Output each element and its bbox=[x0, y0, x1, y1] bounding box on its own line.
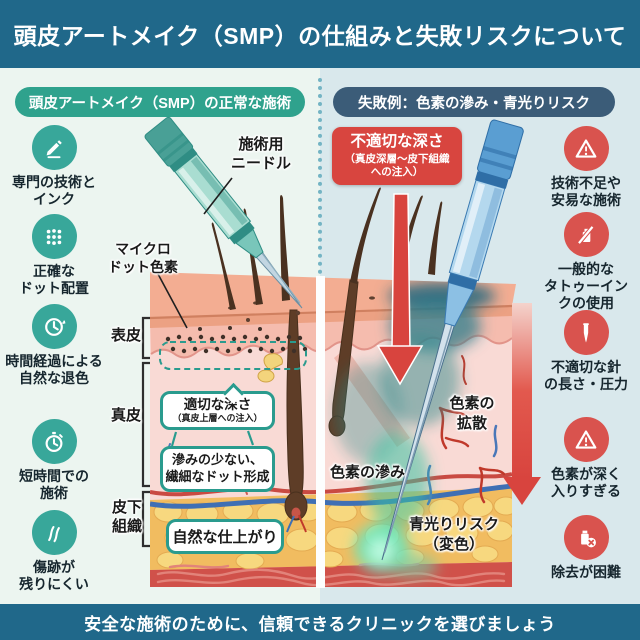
benefit-label: 専門の技術と インク bbox=[12, 174, 96, 208]
risk-label: 一般的な タトゥーイン クの使用 bbox=[544, 261, 628, 312]
target-depth-dashed-box bbox=[159, 341, 307, 370]
warning-triangle-icon bbox=[563, 417, 609, 462]
scar-free-icon bbox=[31, 510, 77, 555]
risk-progress-arrow-head bbox=[503, 477, 541, 505]
risk-label: 色素が深く 入りすぎる bbox=[551, 466, 621, 500]
improper-depth-callout: 不適切な深さ （真皮深層〜皮下組織 への注入） bbox=[332, 127, 462, 186]
pigment-diffusion-label: 色素の 拡散 bbox=[449, 395, 495, 432]
benefit-item-skill: 専門の技術と インク bbox=[0, 125, 108, 208]
tattoo-needle bbox=[381, 119, 524, 561]
stopwatch-icon bbox=[31, 419, 77, 464]
dot-formation-bubble: 滲みの少ない、 繊細なドット形成 bbox=[160, 446, 275, 492]
proper-depth-title: 適切な深さ bbox=[183, 397, 252, 412]
benefit-item-dots: 正確な ドット配置 bbox=[0, 214, 108, 297]
bubble-connectors bbox=[170, 430, 255, 447]
footer-text: 安全な施術のために、信頼できるクリニックを選びましょう bbox=[84, 614, 556, 634]
center-divider bbox=[318, 78, 322, 306]
right-section-header: 失敗例：色素の滲み・青光りリスク bbox=[333, 87, 615, 117]
hair-follicle-left bbox=[257, 309, 308, 533]
pigment-bleed-label: 色素の滲み bbox=[330, 464, 406, 481]
benefit-label: 傷跡が 残りにくい bbox=[19, 559, 89, 593]
improper-depth-title: 不適切な深さ bbox=[350, 133, 444, 150]
benefit-item-no-scar: 傷跡が 残りにくい bbox=[0, 510, 108, 593]
clock-history-icon bbox=[31, 304, 77, 349]
slab-divider-gap bbox=[316, 276, 325, 588]
benefit-label: 正確な ドット配置 bbox=[19, 263, 89, 297]
title-bar: 頭皮アートメイク（SMP）の仕組みと失敗リスクについて bbox=[0, 0, 640, 68]
needle-label: 施術用 ニードル bbox=[230, 136, 291, 172]
benefit-item-quick: 短時間での 施術 bbox=[0, 419, 108, 502]
risk-item-too-deep: 色素が深く 入りすぎる bbox=[532, 417, 640, 500]
layer-label-epidermis: 表皮 bbox=[111, 327, 142, 344]
blue-discoloration-label: 青光りリスク （変色） bbox=[408, 516, 499, 553]
risk-progress-arrow bbox=[512, 303, 532, 479]
page-title: 頭皮アートメイク（SMP）の仕組みと失敗リスクについて bbox=[13, 23, 627, 49]
pencil-icon bbox=[31, 125, 77, 170]
benefit-item-fade: 時間経過による 自然な退色 bbox=[0, 304, 108, 387]
risk-item-bad-needle: 不適切な針 の長さ・圧力 bbox=[532, 310, 640, 393]
risk-label: 技術不足や 安易な施術 bbox=[551, 175, 621, 209]
layer-brackets bbox=[141, 316, 150, 548]
microdot-pigment-label: マイクロ ドット色素 bbox=[108, 241, 178, 275]
proper-depth-sub: （真皮上層への注入） bbox=[172, 413, 263, 424]
layer-label-subcutaneous: 皮下 組織 bbox=[111, 499, 142, 535]
warning-triangle-icon bbox=[563, 126, 609, 171]
pointer-lines bbox=[157, 177, 233, 329]
proper-depth-bubble: 適切な深さ （真皮上層への注入） bbox=[160, 391, 275, 430]
improper-depth-sub: （真皮深層〜皮下組織 への注入） bbox=[344, 152, 450, 179]
needle-icon bbox=[563, 310, 609, 355]
left-section-header: 頭皮アートメイク（SMP）の正常な施術 bbox=[15, 87, 305, 117]
pigment-dots bbox=[165, 326, 308, 354]
benefit-label: 時間経過による 自然な退色 bbox=[5, 353, 103, 387]
artery bbox=[150, 472, 513, 497]
risk-item-low-skill: 技術不足や 安易な施術 bbox=[532, 126, 640, 209]
improper-depth-arrow bbox=[376, 193, 424, 386]
capillaries-right bbox=[426, 355, 506, 506]
footer-bar: 安全な施術のために、信頼できるクリニックを選びましょう bbox=[0, 604, 640, 640]
smp-needle bbox=[144, 116, 303, 309]
natural-finish-bubble: 自然な仕上がり bbox=[166, 519, 284, 554]
risk-label: 不適切な針 の長さ・圧力 bbox=[544, 359, 628, 393]
dots-grid-icon bbox=[31, 214, 77, 259]
benefit-label: 短時間での 施術 bbox=[19, 468, 89, 502]
risk-label: 除去が困難 bbox=[551, 564, 621, 580]
tattoo-ink-icon bbox=[563, 212, 609, 257]
layer-label-dermis: 真皮 bbox=[111, 407, 142, 424]
removal-difficult-icon bbox=[563, 515, 609, 560]
risk-item-hard-removal: 除去が困難 bbox=[532, 515, 640, 581]
risk-item-tattoo-ink: 一般的な タトゥーイン クの使用 bbox=[532, 212, 640, 312]
